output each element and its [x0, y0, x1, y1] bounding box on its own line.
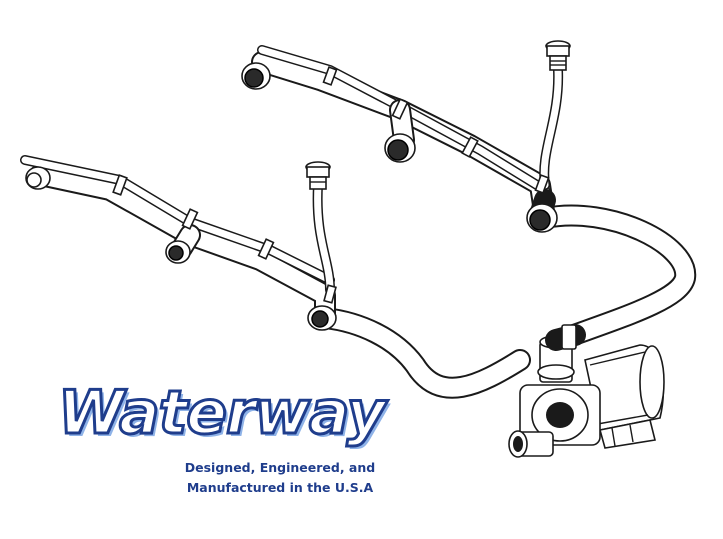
- brand-tagline: Designed, Engineered, and Manufactured i…: [150, 458, 410, 498]
- jet: [165, 240, 191, 264]
- tagline-line-1: Designed, Engineered, and: [184, 460, 376, 475]
- jet: [241, 62, 271, 90]
- jet: [25, 166, 51, 190]
- air-control-valve: [305, 161, 331, 190]
- pump-motor: [584, 344, 665, 449]
- jet: [526, 203, 558, 233]
- pump-union: [545, 324, 586, 351]
- waterway-logo: Waterway: [57, 372, 388, 454]
- jet: [384, 133, 416, 163]
- lower-jet-manifold: [20, 155, 337, 329]
- jet: [307, 305, 337, 331]
- tagline-line-2: Manufactured in the U.S.A: [186, 480, 374, 495]
- main-hose-loop: [314, 204, 697, 399]
- air-control-valve: [545, 40, 571, 71]
- logo-wordmark: Waterway: [57, 377, 388, 450]
- upper-jet-manifold: [251, 45, 564, 229]
